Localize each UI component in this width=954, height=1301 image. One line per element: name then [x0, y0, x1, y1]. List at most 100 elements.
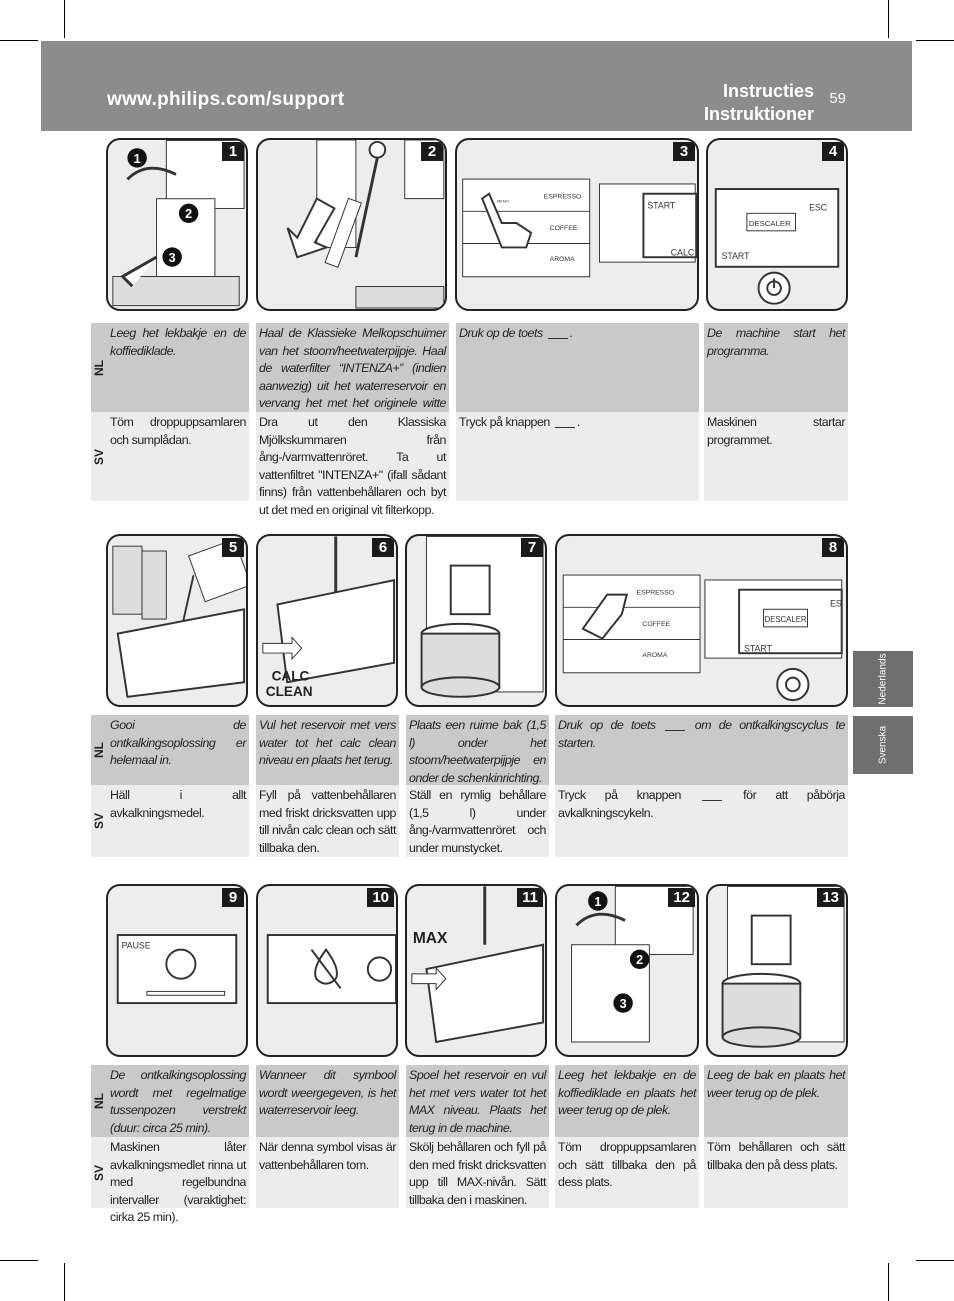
svg-text:DESCALER: DESCALER [749, 219, 791, 228]
step-number: 1 [222, 142, 244, 161]
step-1-nl: Leeg het lekbakje en de koffiediklade. [107, 323, 249, 412]
step-11-sv: Skölj behållaren och fyll på den med fri… [406, 1137, 549, 1208]
display-descaler-illustration: DESCALER ESC START [714, 188, 840, 305]
step-number: 4 [822, 142, 844, 161]
lang-label-sv: SV [91, 412, 107, 501]
pause-display-illustration: PAUSE [116, 934, 238, 1005]
crop-mark [64, 1263, 65, 1301]
replace-drawer-illustration: 1 2 3 [571, 886, 694, 1043]
side-tab-nederlands: Nederlands [853, 651, 913, 707]
step-3-sv: Tryck på knappen . [456, 412, 699, 501]
svg-text:1: 1 [134, 152, 141, 166]
crop-mark [888, 0, 889, 38]
illustration-step-9: PAUSE 9 [106, 884, 248, 1057]
fill-water-illustration: CALC CLEAN [262, 536, 396, 699]
step-number: 7 [521, 538, 543, 557]
step-10-nl: Wanneer dit symbool wordt weergegeven, i… [256, 1065, 399, 1137]
svg-text:START: START [744, 643, 773, 653]
svg-text:START: START [722, 251, 750, 261]
step-13-nl: Leeg de bak en plaats het weer terug op … [704, 1065, 848, 1137]
svg-text:3: 3 [169, 251, 176, 265]
side-tab-svenska: Svenska [853, 716, 913, 774]
step-8-nl: Druk op de toets om de ontkalkingscyclus… [555, 715, 848, 785]
illustration-step-11: MAX 11 [405, 884, 547, 1057]
control-panel-illustration: ESPRESSO COFFEE AROMA MEMO START CALC [462, 178, 697, 278]
page-number: 59 [829, 90, 846, 107]
lang-label-nl: NL [91, 715, 107, 785]
crop-mark [64, 0, 65, 38]
step-number: 12 [668, 888, 695, 907]
svg-text:MAX: MAX [413, 930, 448, 947]
fill-max-illustration: MAX [411, 886, 545, 1044]
step-6-sv: Fyll på vattenbehållaren med friskt dric… [256, 785, 399, 857]
svg-text:2: 2 [636, 953, 643, 967]
step-2-nl: Haal de Klassieke Melkopschuimer van het… [256, 323, 449, 428]
lang-label-nl: NL [91, 1065, 107, 1137]
svg-text:AROMA: AROMA [550, 256, 575, 263]
calc-label: CALC [272, 668, 310, 683]
step-4-sv: Maskinen startar programmet. [704, 412, 848, 501]
illustration-step-4: DESCALER ESC START 4 [706, 138, 848, 311]
esc-cropped-label: ES [830, 598, 842, 608]
svg-text:PAUSE: PAUSE [122, 941, 151, 951]
svg-text:ESC: ESC [809, 202, 827, 212]
page-header: www.philips.com/support Instructies Inst… [41, 41, 912, 131]
support-url: www.philips.com/support [107, 89, 345, 110]
container-illustration [721, 886, 845, 1048]
start-descaling-illustration: ESPRESSO COFFEE AROMA DESCALER ES START [562, 574, 843, 702]
svg-text:COFFEE: COFFEE [550, 225, 578, 232]
step-13-sv: Töm behållaren och sätt tillbaka den på … [704, 1137, 848, 1208]
step-5-sv: Häll i allt avkalkningsmedel. [107, 785, 249, 857]
step-3-nl: Druk op de toets . [456, 323, 699, 412]
pour-descaler-illustration [112, 538, 246, 698]
illustration-step-1: 1 2 3 1 [106, 138, 248, 311]
step-number: 11 [517, 888, 543, 907]
lang-label-sv: SV [91, 785, 107, 857]
svg-text:1: 1 [594, 895, 601, 909]
crop-mark [916, 1260, 954, 1261]
step-9-sv: Maskinen låter avkalkningsmedlet rinna u… [107, 1137, 249, 1224]
svg-text:CALC: CALC [671, 247, 694, 257]
crop-mark [0, 1260, 38, 1261]
illustration-step-8: ESPRESSO COFFEE AROMA DESCALER ES START … [555, 534, 848, 707]
empty-water-display-illustration [266, 934, 396, 1005]
svg-text:DESCALER: DESCALER [765, 615, 807, 624]
illustration-step-10: 10 [256, 884, 398, 1057]
step-10-sv: När denna symbol visas är vattenbehållar… [256, 1137, 399, 1208]
step-number: 10 [367, 888, 394, 907]
title-sv: Instruktioner [703, 104, 814, 124]
container-under-spout-illustration [420, 536, 544, 698]
illustration-step-3: ESPRESSO COFFEE AROMA MEMO START CALC 3 [455, 138, 699, 311]
crop-mark [916, 40, 954, 41]
lang-label-sv: SV [91, 1137, 107, 1208]
step-number: 3 [673, 142, 695, 161]
crop-mark [888, 1263, 889, 1301]
svg-text:ESPRESSO: ESPRESSO [544, 194, 582, 201]
machine-drawer-illustration: 1 2 3 [112, 140, 245, 307]
step-11-nl: Spoel het reservoir en vul het met vers … [406, 1065, 549, 1137]
svg-text:START: START [647, 200, 676, 210]
step-number: 8 [822, 538, 844, 557]
svg-text:2: 2 [185, 207, 192, 221]
crop-mark [0, 40, 38, 41]
step-8-sv: Tryck på knappen för att påbörja avkalkn… [555, 785, 848, 857]
svg-text:MEMO: MEMO [497, 199, 509, 204]
step-number: 5 [222, 538, 244, 557]
title-nl: Instructies [722, 81, 814, 101]
step-number: 13 [817, 888, 844, 907]
milk-frother-illustration [286, 140, 445, 309]
step-6-nl: Vul het reservoir met vers water tot het… [256, 715, 399, 785]
illustration-step-7: 7 [405, 534, 547, 707]
svg-text:COFFEE: COFFEE [642, 621, 670, 628]
step-1-sv: Töm droppuppsamlaren och sumplådan. [107, 412, 249, 501]
step-4-nl: De machine start het programma. [704, 323, 848, 412]
memo-cup-icon [547, 327, 568, 339]
clean-label: CLEAN [266, 684, 313, 699]
step-number: 6 [372, 538, 394, 557]
step-12-sv: Töm droppuppsamlaren och sätt tillbaka d… [555, 1137, 699, 1208]
step-number: 2 [421, 142, 443, 161]
lang-label-nl: NL [91, 323, 107, 412]
step-5-nl: Gooi de ontkalkingsoplossing er helemaal… [107, 715, 249, 785]
coffee-bean-icon [665, 719, 686, 731]
svg-text:ESPRESSO: ESPRESSO [637, 590, 675, 597]
